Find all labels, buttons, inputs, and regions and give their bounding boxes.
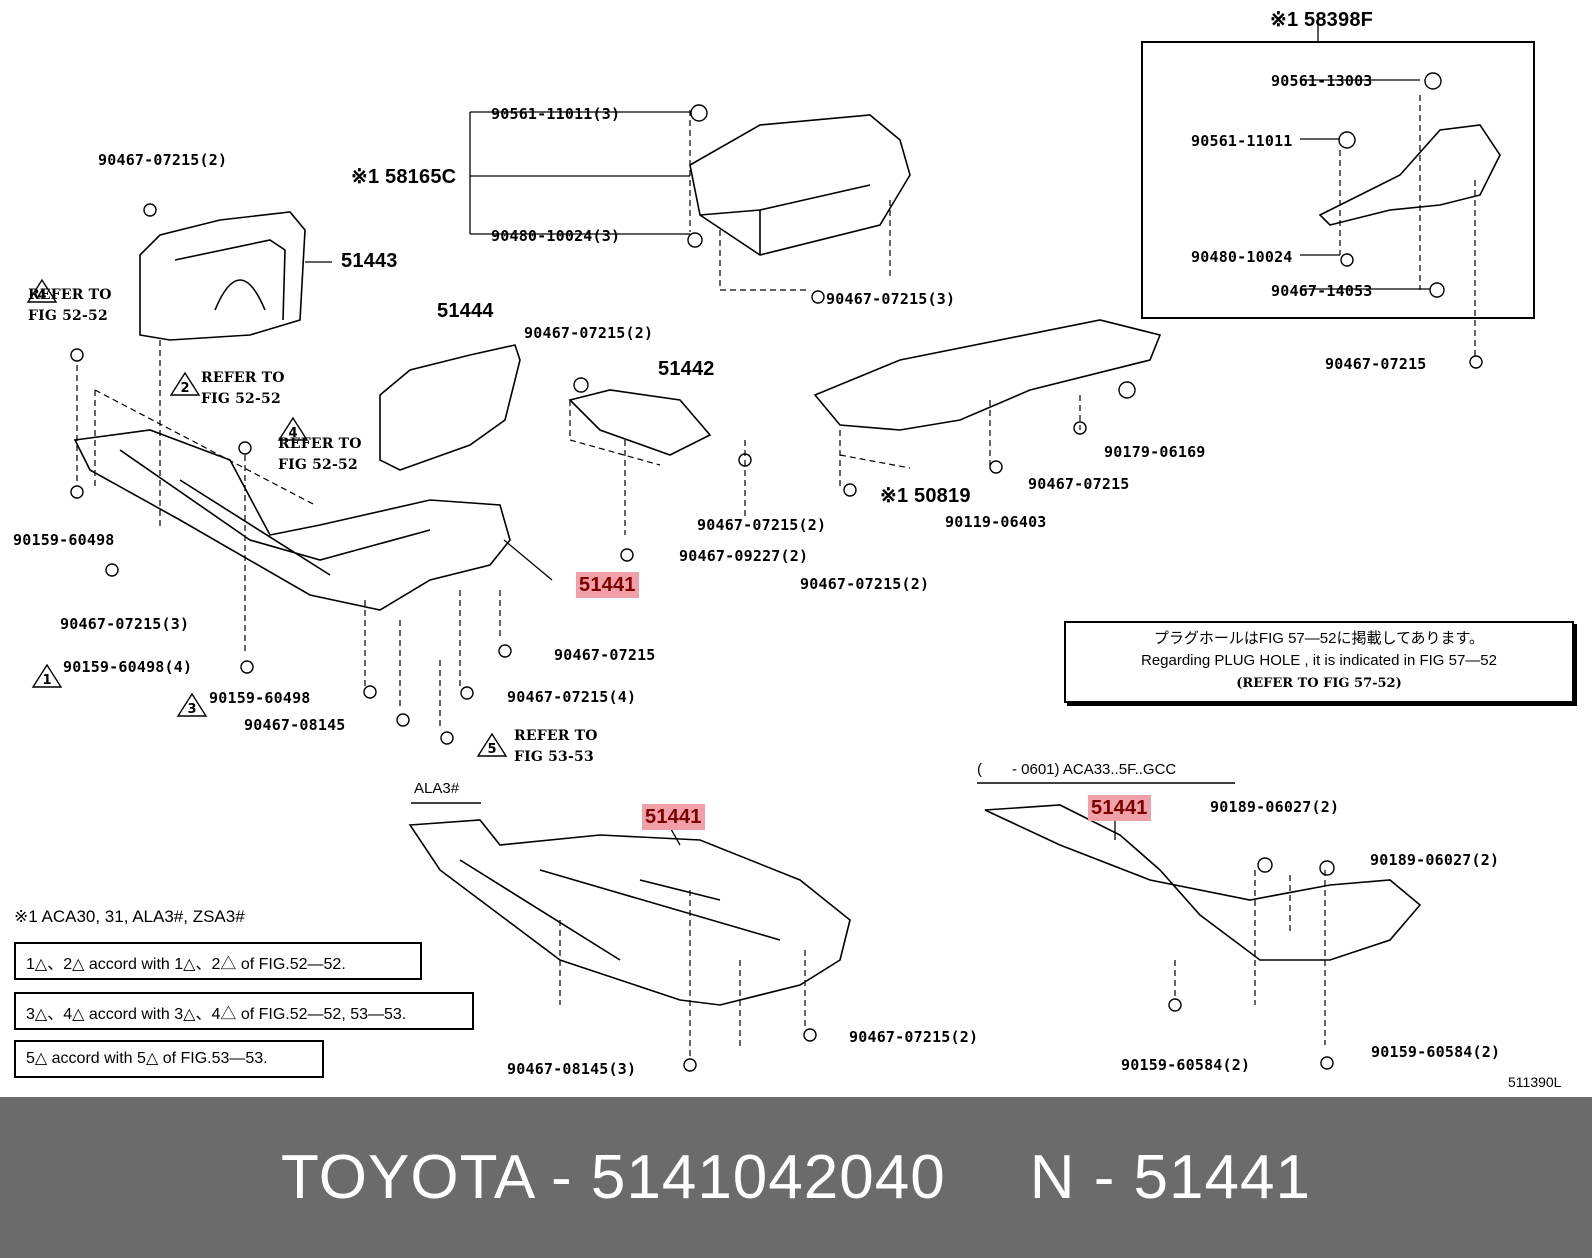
label-90189-06027-2-a: 90189-06027(2) — [1210, 798, 1340, 816]
label-51444: 51444 — [437, 300, 494, 322]
accord-tail-3: of FIG.53―53. — [162, 1050, 268, 1067]
label-90159-60498-left: 90159-60498 — [13, 531, 115, 549]
label-90467-07215-2-a: 90467-07215(2) — [98, 151, 228, 169]
part-51443-shape — [139, 211, 306, 341]
label-50819: ※1 50819 — [880, 485, 971, 507]
label-90467-14053: 90467-14053 — [1271, 282, 1373, 300]
part-51442-shape — [568, 389, 712, 456]
ref-num-3: 3 — [187, 702, 196, 717]
footer-bar: TOYOTA - 5141042040 N - 51441 — [0, 1097, 1592, 1258]
plug-note-jp: プラグホールはFIG 57―52に掲載してあります。 — [1153, 630, 1485, 647]
ref-triangle-4b — [277, 416, 309, 441]
label-90467-09227-2: 90467-09227(2) — [679, 547, 809, 565]
ref-triangle-5 — [476, 732, 508, 757]
label-90467-07215-4: 90467-07215(4) — [507, 688, 637, 706]
accord-tri-4: 4 — [63, 1006, 73, 1023]
accord-box-2: 3△、4△ accord with 3△、4△ of FIG.52―52, 53… — [14, 992, 474, 1030]
part-58398f-shape — [1318, 124, 1501, 226]
part-58165c-shape — [689, 114, 911, 256]
label-90467-07215-2-b: 90467-07215(2) — [524, 324, 654, 342]
highlight-51441-main: 51441 — [576, 572, 639, 598]
footer-pnc: N - 51441 — [1029, 1143, 1311, 1212]
ref-triangle-3 — [176, 692, 208, 717]
label-90179-06169: 90179-06169 — [1104, 443, 1206, 461]
label-90159-60498-4: 90159-60498(4) — [63, 658, 193, 676]
footer-brand-part: TOYOTA - 5141042040 — [281, 1143, 946, 1212]
label-90467-07215-mid: 90467-07215 — [1028, 475, 1130, 493]
ref-triangle-2 — [169, 371, 201, 396]
plug-note-ref: (REFER TO FIG 57-52) — [1236, 676, 1402, 691]
part-51441-aca-shape — [984, 804, 1422, 961]
ref-num-1: 1 — [42, 673, 51, 688]
label-58165c: ※1 58165C — [351, 166, 457, 188]
diagram-drawing: 4 2 4 1 3 5 — [26, 18, 1535, 1072]
label-90561-11011: 90561-11011 — [1191, 132, 1293, 150]
label-90467-07215-e: 90467-07215 — [554, 646, 656, 664]
section-ala3: ALA3# — [414, 780, 460, 797]
part-50819-shape — [813, 319, 1162, 431]
label-90561-11011-3: 90561-11011(3) — [491, 105, 621, 123]
accord-tri-2: 2 — [63, 956, 73, 973]
highlight-51441-ala: 51441 — [642, 804, 705, 830]
label-90480-10024: 90480-10024 — [1191, 248, 1293, 266]
label-90467-08145: 90467-08145 — [244, 716, 346, 734]
label-51443: 51443 — [341, 250, 398, 272]
note-applicability: ※1 ACA30, 31, ALA3#, ZSA3# — [14, 907, 245, 926]
label-90467-07215-2-d: 90467-07215(2) — [800, 575, 930, 593]
label-90561-13003: 90561-13003 — [1271, 72, 1373, 90]
ref-num-4a: 4 — [37, 288, 46, 303]
label-90467-07215-right: 90467-07215 — [1325, 355, 1427, 373]
label-90467-07215-2-c: 90467-07215(2) — [697, 516, 827, 534]
label-90119-06403: 90119-06403 — [945, 513, 1047, 531]
label-90159-60584-2-a: 90159-60584(2) — [1121, 1056, 1251, 1074]
accord-tail-1: of FIG.52―52. — [240, 956, 346, 973]
label-58398f: ※1 58398F — [1270, 9, 1374, 31]
label-90189-06027-2-b: 90189-06027(2) — [1370, 851, 1500, 869]
ref-num-2: 2 — [180, 381, 189, 396]
accord-tri-1: 1 — [26, 956, 35, 973]
accord-text-2: accord with — [88, 1006, 170, 1023]
ref-num-5: 5 — [487, 742, 496, 757]
label-90467-07215-3-a: 90467-07215(3) — [826, 290, 956, 308]
diagram-code: 511390L — [1508, 1074, 1562, 1090]
part-51441-ala-shape — [408, 819, 851, 1006]
label-90467-07215-2-e: 90467-07215(2) — [849, 1028, 979, 1046]
accord-text-1: accord with — [88, 956, 170, 973]
accord-tri-3: 3 — [26, 1006, 35, 1023]
accord-box-1: 1△、2△ accord with 1△、2△ of FIG.52―52. — [14, 942, 422, 980]
label-51442: 51442 — [658, 358, 715, 380]
label-90467-08145-3: 90467-08145(3) — [507, 1060, 637, 1078]
footer-text: TOYOTA - 5141042040 N - 51441 — [0, 1097, 1592, 1258]
label-90480-10024-3: 90480-10024(3) — [491, 227, 621, 245]
label-90159-60584-2-b: 90159-60584(2) — [1371, 1043, 1501, 1061]
plug-note-en: Regarding PLUG HOLE , it is indicated in… — [1140, 652, 1497, 669]
plug-hole-note: プラグホールはFIG 57―52に掲載してあります。 Regarding PLU… — [1064, 621, 1574, 703]
label-90467-07215-3-b: 90467-07215(3) — [60, 615, 190, 633]
ref-triangle-4a — [26, 278, 58, 303]
label-51441-main: 51441 — [576, 572, 639, 598]
sub-assembly-box — [1141, 41, 1535, 319]
label-51441-aca: 51441 — [1088, 795, 1151, 821]
part-51441-main-shape — [73, 429, 511, 611]
accord-tail-2: of FIG.52―52, 53―53. — [240, 1006, 407, 1023]
part-51444-shape — [379, 344, 521, 471]
accord-box-3: 5△ accord with 5△ of FIG.53―53. — [14, 1040, 324, 1078]
label-90159-60498-c: 90159-60498 — [209, 689, 311, 707]
section-aca33: ( - 0601) ACA33..5F..GCC — [977, 761, 1177, 778]
accord-text-3: accord with — [51, 1050, 133, 1067]
accord-tri-5: 5 — [26, 1050, 35, 1067]
ref-triangle-1 — [31, 663, 63, 688]
ref-num-4b: 4 — [288, 426, 297, 441]
highlight-51441-aca: 51441 — [1088, 795, 1151, 821]
parts-diagram: 4 2 4 1 3 5 90467-07215(2) 90561-11011(3… — [13, 9, 1574, 1090]
label-51441-ala: 51441 — [642, 804, 705, 830]
